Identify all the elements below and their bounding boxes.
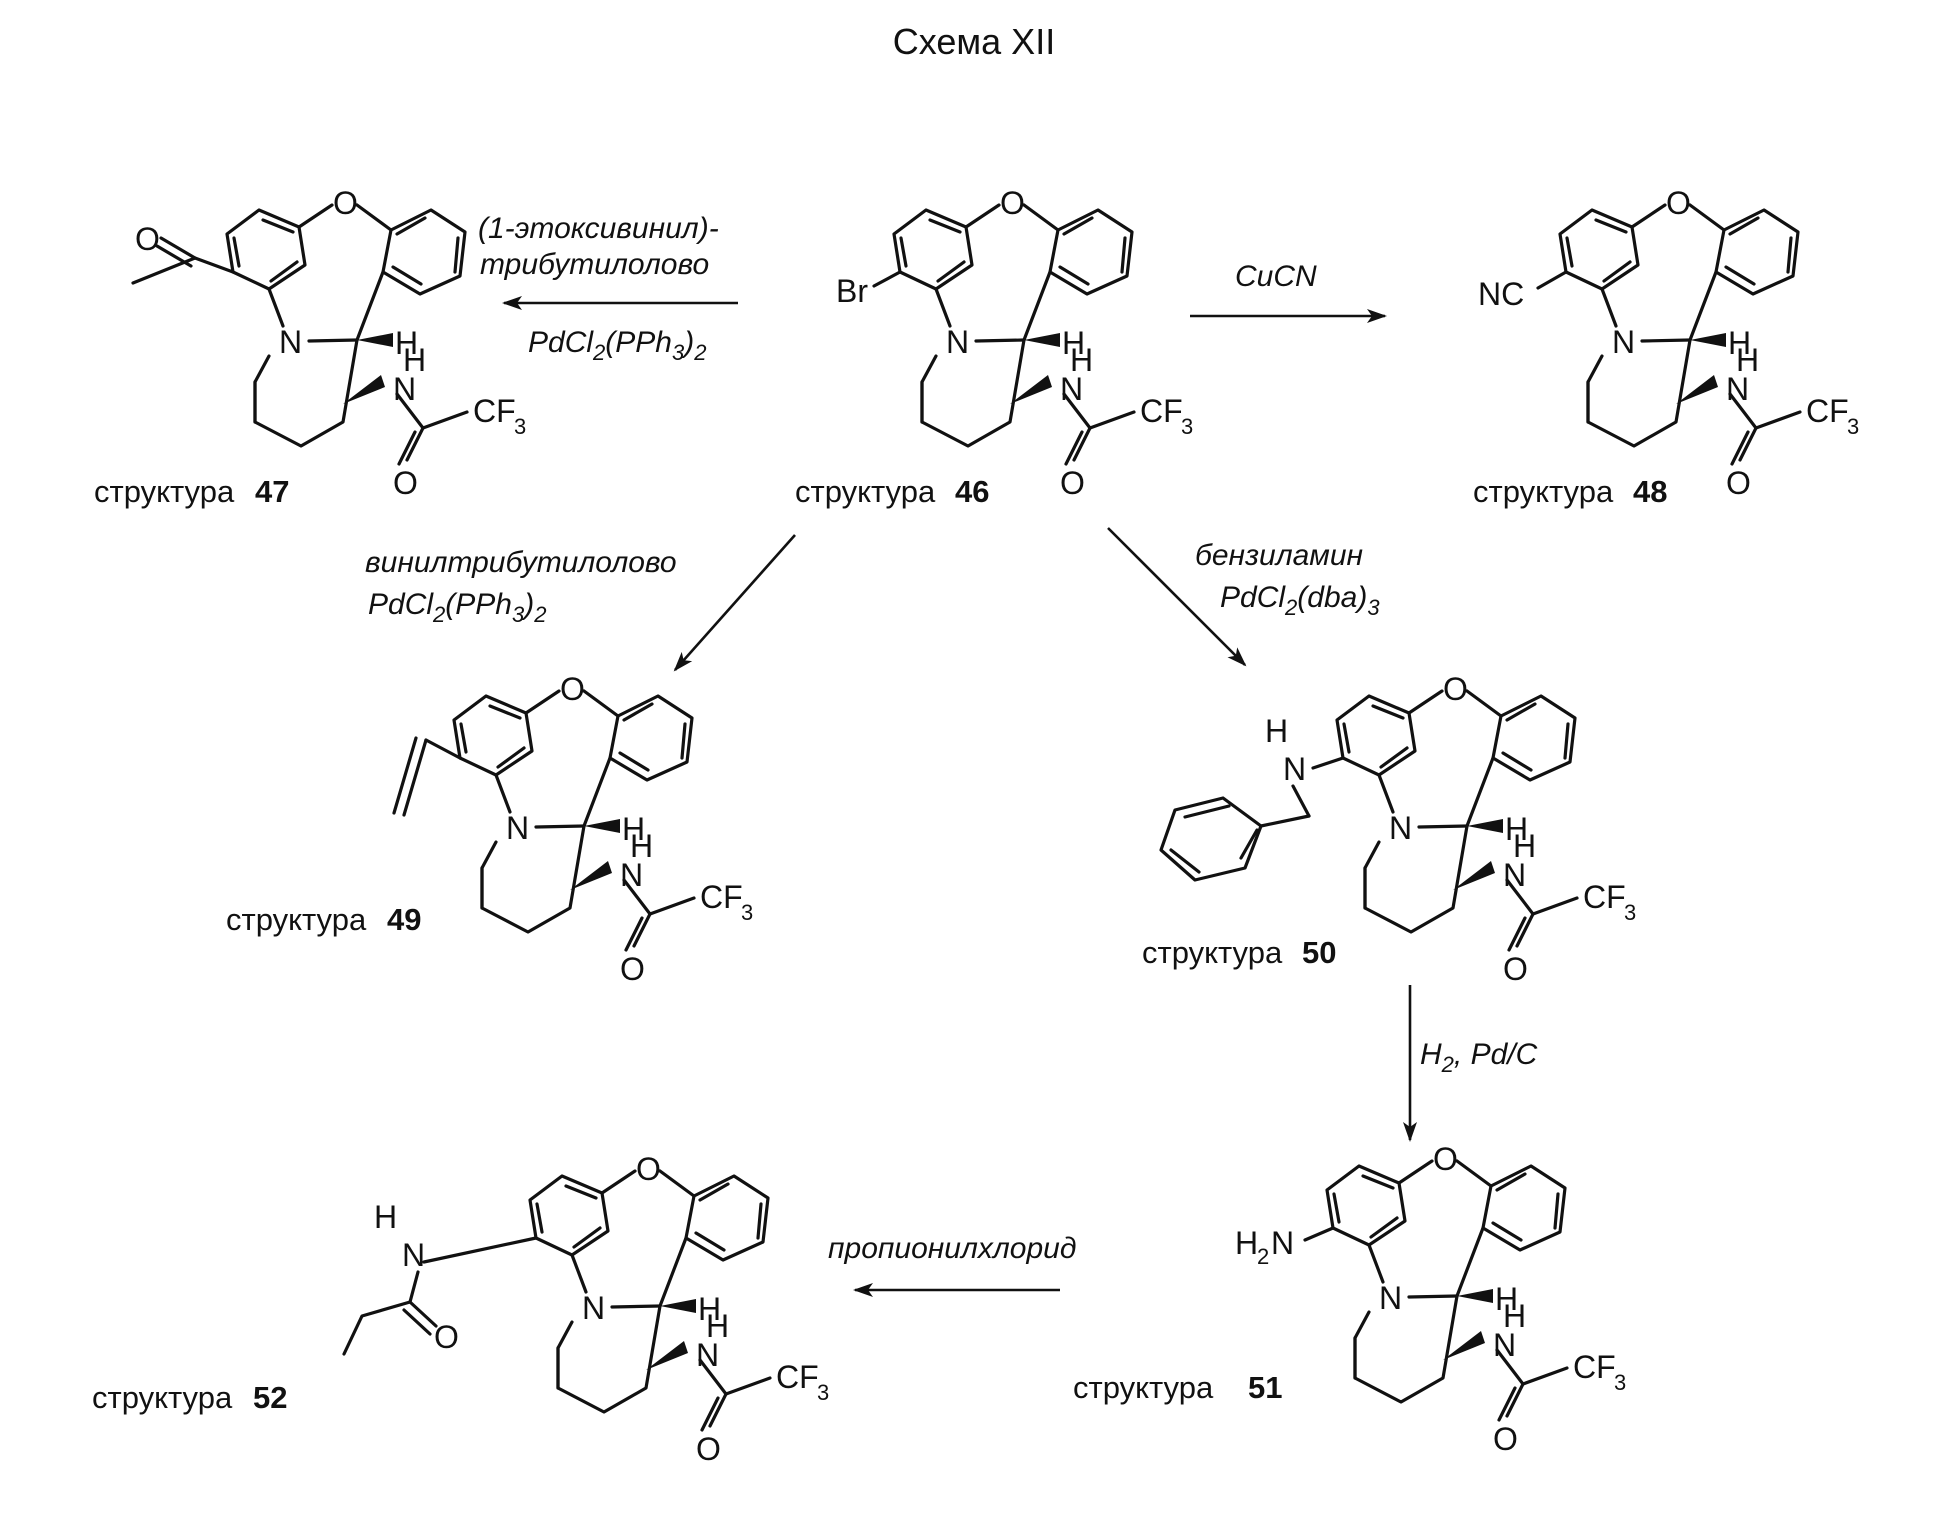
structure-48: O N H H N CF 3 O NC: [1478, 185, 1859, 501]
structure-52: O N H H N CF 3 O N H O: [344, 1151, 829, 1467]
ring-oxygen: O: [333, 185, 358, 221]
cf3-group: CF: [1140, 393, 1183, 429]
ring-oxygen: O: [1000, 185, 1025, 221]
scheme-title: Схема XII: [893, 21, 1055, 62]
number-52: 52: [253, 1380, 287, 1415]
structure-47: O N H H N CF 3 O O: [133, 185, 526, 501]
cf3-subscript: 3: [514, 414, 526, 439]
cf3-subscript: 3: [741, 900, 753, 925]
amide-nitrogen: N: [1726, 371, 1749, 407]
amide-nitrogen: N: [1503, 857, 1526, 893]
amide-nitrogen: N: [393, 371, 416, 407]
amide-oxygen: O: [620, 951, 645, 987]
number-46: 46: [955, 474, 989, 509]
amine-nitrogen: N: [1283, 751, 1306, 787]
amide-oxygen: O: [696, 1431, 721, 1467]
ring-nitrogen: N: [582, 1290, 605, 1326]
reagent-46-48: CuCN: [1235, 260, 1317, 293]
ring-nitrogen: N: [1379, 1280, 1402, 1316]
propionamide-oxygen: O: [434, 1319, 459, 1355]
cf3-group: CF: [1583, 879, 1626, 915]
reagent-46-50-line1: бензиламин: [1195, 539, 1363, 572]
ring-nitrogen: N: [506, 810, 529, 846]
caption-49: структура: [226, 902, 367, 937]
propionamide-nitrogen: N: [402, 1237, 425, 1273]
cf3-group: CF: [1806, 393, 1849, 429]
amino-n: N: [1271, 1225, 1294, 1261]
number-48: 48: [1633, 474, 1667, 509]
amine-hydrogen: H: [1265, 713, 1288, 749]
amino-h: H: [1235, 1225, 1258, 1261]
amide-oxygen: O: [393, 465, 418, 501]
arrow-46-to-49: [675, 535, 795, 670]
ring-oxygen: O: [1443, 671, 1468, 707]
amide-oxygen: O: [1060, 465, 1085, 501]
amide-oxygen: O: [1503, 951, 1528, 987]
caption-52: структура: [92, 1380, 233, 1415]
acetyl-oxygen: O: [135, 221, 160, 257]
propionamide-hydrogen: H: [374, 1199, 397, 1235]
structure-46: O N H H N CF 3 O Br: [836, 185, 1193, 501]
reagent-50-51: H2, Pd/C: [1420, 1038, 1538, 1077]
structure-49: O N H H N CF 3 O: [394, 671, 753, 987]
ring-nitrogen: N: [1389, 810, 1412, 846]
reagent-46-47-line3: PdCl2(PPh3)2: [528, 326, 706, 365]
amide-oxygen: O: [1726, 465, 1751, 501]
number-47: 47: [255, 474, 289, 509]
ring-nitrogen: N: [279, 324, 302, 360]
ring-nitrogen: N: [946, 324, 969, 360]
caption-51: структура: [1073, 1370, 1214, 1405]
cf3-subscript: 3: [817, 1380, 829, 1405]
amino-sub: 2: [1257, 1244, 1269, 1269]
reagent-46-49-line2: PdCl2(PPh3)2: [368, 588, 546, 627]
structure-51: O N H H N CF 3 O H 2 N: [1235, 1141, 1626, 1457]
reagent-46-47-line1: (1-этоксивинил)-: [478, 212, 719, 245]
ring-oxygen: O: [636, 1151, 661, 1187]
cf3-subscript: 3: [1847, 414, 1859, 439]
reagent-51-52: пропионилхлорид: [828, 1232, 1076, 1265]
amide-nitrogen: N: [696, 1337, 719, 1373]
cf3-group: CF: [473, 393, 516, 429]
cf3-subscript: 3: [1624, 900, 1636, 925]
caption-46: структура: [795, 474, 936, 509]
reagent-46-47-line2: трибутилолово: [480, 248, 709, 281]
reagent-46-49-line1: винилтрибутилолово: [365, 546, 677, 579]
caption-47: структура: [94, 474, 235, 509]
amide-nitrogen: N: [620, 857, 643, 893]
nitrile-label: NC: [1478, 276, 1524, 312]
number-51: 51: [1248, 1370, 1282, 1405]
amide-nitrogen: N: [1493, 1327, 1516, 1363]
caption-50: структура: [1142, 935, 1283, 970]
reagent-46-50-line2: PdCl2(dba)3: [1220, 581, 1380, 620]
number-50: 50: [1302, 935, 1336, 970]
number-49: 49: [387, 902, 421, 937]
cf3-group: CF: [1573, 1349, 1616, 1385]
amide-nitrogen: N: [1060, 371, 1083, 407]
ring-oxygen: O: [1433, 1141, 1458, 1177]
cf3-group: CF: [776, 1359, 819, 1395]
cf3-subscript: 3: [1614, 1370, 1626, 1395]
caption-48: структура: [1473, 474, 1614, 509]
ring-oxygen: O: [560, 671, 585, 707]
ring-oxygen: O: [1666, 185, 1691, 221]
cf3-group: CF: [700, 879, 743, 915]
ring-nitrogen: N: [1612, 324, 1635, 360]
bromine-label: Br: [836, 273, 868, 309]
cf3-subscript: 3: [1181, 414, 1193, 439]
amide-oxygen: O: [1493, 1421, 1518, 1457]
